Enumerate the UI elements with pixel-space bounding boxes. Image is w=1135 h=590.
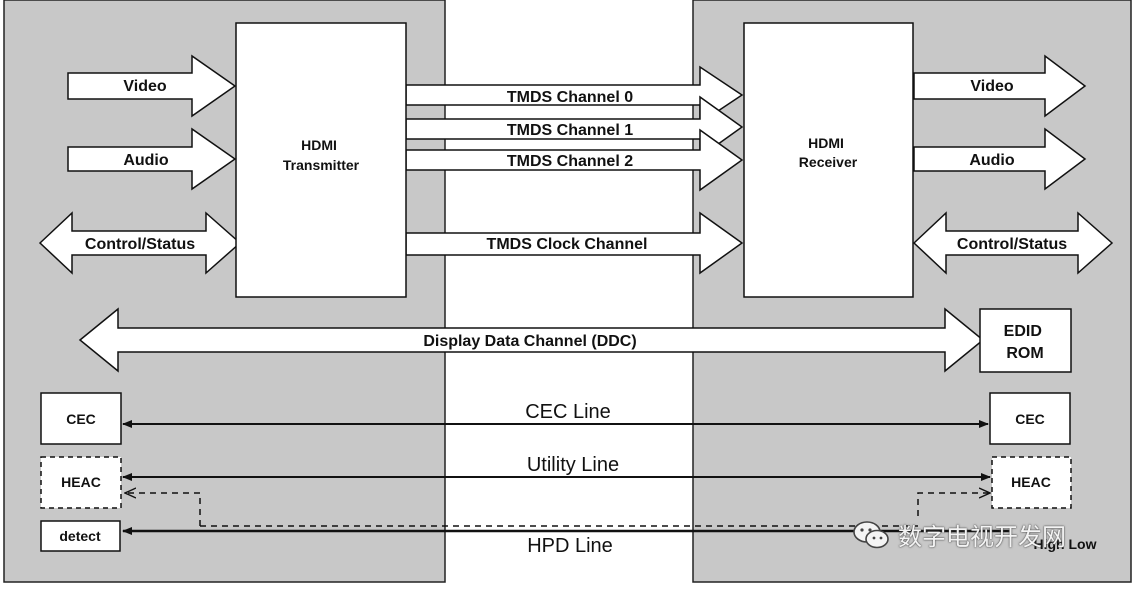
svg-text:EDID ROM: EDID ROM: [1004, 323, 1047, 362]
control-status-sink-arrow: Control/Status: [912, 211, 1114, 275]
heac-sink-label: HEAC: [1011, 474, 1051, 490]
tmds-channel-1-arrow: [405, 95, 744, 159]
tmds-channel-0-arrow: [405, 65, 744, 125]
hdmi-receiver-box: HDMI Receiver: [743, 22, 914, 298]
svg-text:HDMI Receiver: HDMI Receiver: [799, 135, 858, 170]
video-out-arrow: Video: [913, 54, 1087, 118]
tmds-clock-channel-arrow: TMDS Clock Channel: [405, 211, 744, 275]
heac-sink-dashed-path: [917, 493, 990, 516]
detect-box: detect: [40, 520, 121, 552]
ddc-label: Display Data Channel (DDC): [423, 333, 636, 350]
heac-source-box: HEAC: [40, 456, 122, 509]
video-in-label: Video: [123, 78, 167, 95]
hpd-sink-partial-label: High Low: [1034, 536, 1097, 552]
utility-line-label: Utility Line: [527, 454, 619, 476]
transmitter-title-line1: HDMI: [301, 137, 337, 153]
audio-in-label: Audio: [123, 152, 169, 169]
receiver-title-line1: HDMI: [808, 135, 844, 151]
heac-source-label: HEAC: [61, 474, 101, 490]
video-out-label: Video: [970, 78, 1014, 95]
cec-sink-label: CEC: [1015, 411, 1045, 427]
hdmi-transmitter-box: HDMI Transmitter: [235, 22, 407, 298]
watermark: 数字电视开发网: [852, 517, 1066, 552]
control-status-sink-label: Control/Status: [957, 236, 1067, 253]
audio-out-arrow: Audio: [913, 127, 1087, 191]
wechat-icon: [853, 520, 889, 548]
tmds-channel-0-label: TMDS Channel 0: [507, 89, 633, 106]
audio-in-arrow: Audio: [67, 127, 237, 191]
watermark-text: 数字电视开发网: [898, 523, 1066, 551]
tmds-channel-2-arrow: [405, 128, 744, 192]
cec-line-label: CEC Line: [525, 401, 611, 423]
audio-out-label: Audio: [969, 152, 1015, 169]
detect-label: detect: [59, 528, 101, 544]
transmitter-title-line2: Transmitter: [283, 157, 360, 173]
cec-source-label: CEC: [66, 411, 96, 427]
video-in-arrow: Video: [67, 54, 237, 118]
hpd-line-label: HPD Line: [527, 535, 613, 557]
tmds-channel-1-label: TMDS Channel 1: [507, 122, 633, 139]
svg-text:HDMI Transmitter: HDMI Transmitter: [283, 137, 360, 173]
cec-source-box: CEC: [40, 392, 122, 445]
tmds-channel-2-label: TMDS Channel 2: [507, 153, 633, 170]
control-status-source-label: Control/Status: [85, 236, 195, 253]
edid-rom-box: EDID ROM: [979, 308, 1072, 373]
edid-line1: EDID: [1004, 323, 1042, 340]
receiver-title-line2: Receiver: [799, 154, 858, 170]
edid-line2: ROM: [1006, 345, 1043, 362]
tmds-clock-channel-label: TMDS Clock Channel: [487, 236, 648, 253]
heac-sink-box: HEAC: [991, 456, 1072, 509]
heac-source-dashed-path: [125, 493, 201, 526]
cec-sink-box: CEC: [989, 392, 1071, 445]
